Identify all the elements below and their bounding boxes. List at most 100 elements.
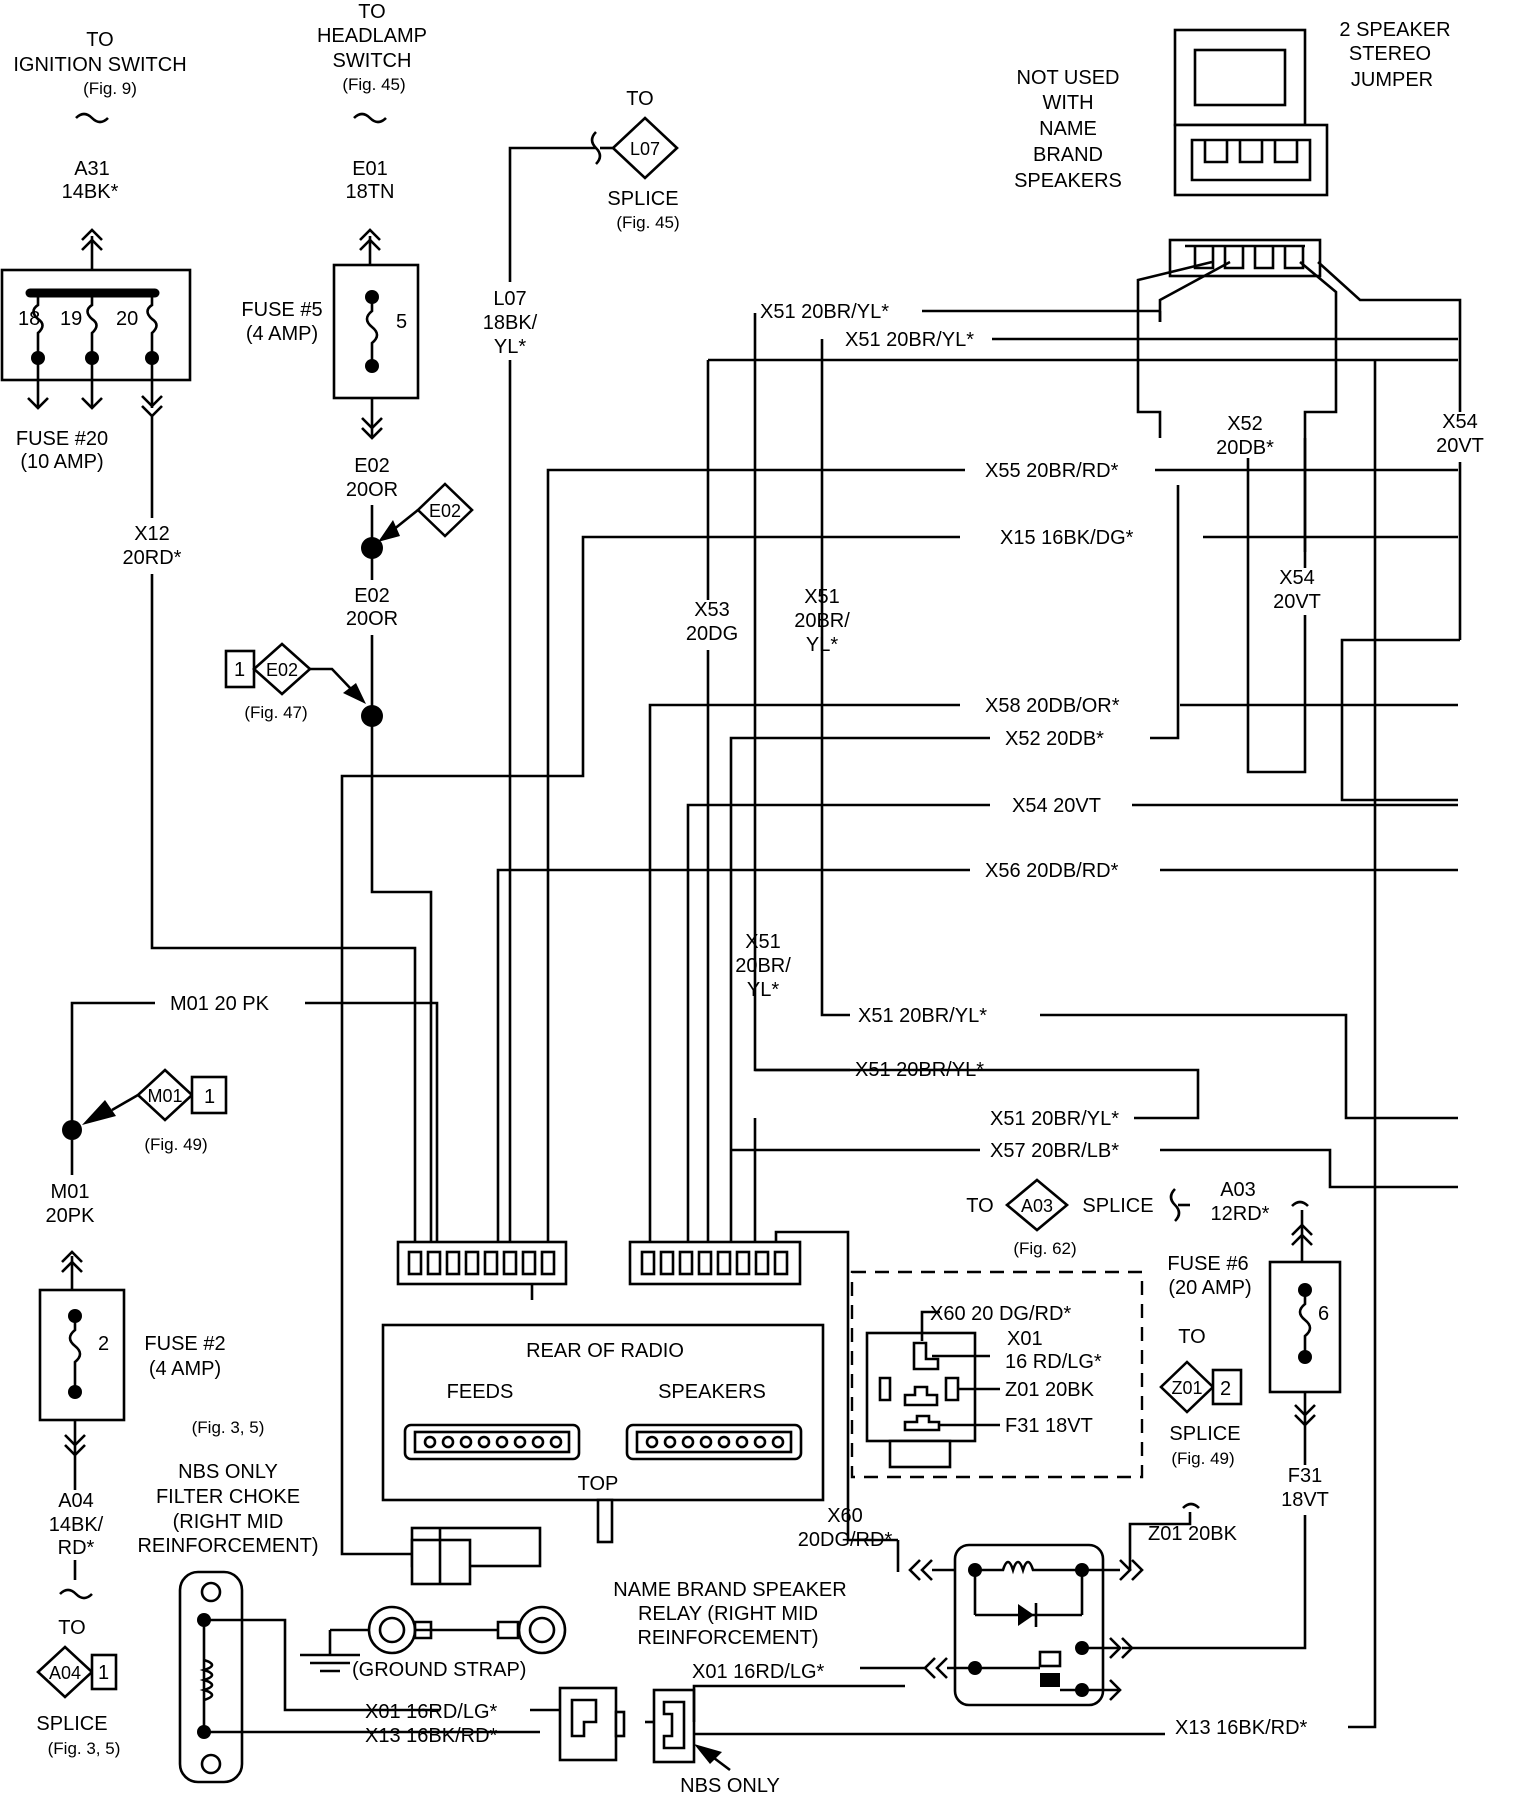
a03-splice: SPLICE [1082,1195,1153,1217]
relay-title-2: RELAY (RIGHT MID [638,1603,818,1625]
e02-gauge-2: 20OR [346,608,398,630]
z01-group: TO Z01 2 SPLICE (Fig. 49) Z01 20BK [1128,1326,1243,1570]
x52: X52 20DB* [1005,728,1104,750]
nbs-only: NBS ONLY [680,1775,780,1797]
relay-z01: Z01 20BK [1005,1379,1095,1401]
nbs-filter-choke: NBS ONLY FILTER CHOKE (RIGHT MID REINFOR… [137,1461,1307,1797]
speakers-pin [754,1250,770,1276]
fuse-20-amp: (10 AMP) [20,451,103,473]
radio-pin [735,1435,749,1449]
speakers-connector [628,1240,802,1286]
f31-id: F31 [1288,1465,1322,1487]
feeds-pin [445,1250,461,1276]
x51-c: X51 20BR/YL* [858,1005,987,1027]
nbs-l3: (RIGHT MID [173,1511,284,1533]
l07-fig: (Fig. 45) [616,213,679,232]
jumper-note-3: NAME [1039,118,1097,140]
l07-id: L07 [493,288,526,310]
l07-group: L07 18BK/ YL* TO L07 SPLICE (Fig. 45) [483,88,680,1252]
nbs-x13-b: X13 16BK/RD* [1175,1717,1308,1739]
a04-ref-num: 1 [98,1662,109,1684]
speakers-pin [640,1250,656,1276]
l07-to: TO [626,88,653,110]
a04-to: TO [58,1617,85,1639]
x51-second: X51 20BR/YL* [845,329,974,351]
jumper-note-2: WITH [1042,92,1093,114]
ignition-to: TO [86,29,113,51]
jumper-note-1: NOT USED [1017,67,1120,89]
jumper-title-2: STEREO [1349,43,1431,65]
ground-strap: (GROUND STRAP) [352,1659,526,1681]
feeds-pin [426,1250,442,1276]
speakers-pin [678,1250,694,1276]
x54-mid-id: X54 [1279,567,1315,589]
radio-pin [423,1435,437,1449]
fuse-2-block [38,1288,126,1422]
radio-top: TOP [578,1473,619,1495]
radio-pin [531,1435,545,1449]
radio-pin [459,1435,473,1449]
x60-id: X60 [827,1505,863,1527]
radio-pin [717,1435,731,1449]
a04-splice: SPLICE [36,1713,107,1735]
e02-gauge: 20OR [346,479,398,501]
radio-pin [645,1435,659,1449]
l07-tag: L07 [630,139,660,159]
x55: X55 20BR/RD* [985,460,1119,482]
a03-group: TO A03 SPLICE (Fig. 62) A03 12RD* 6 FUSE… [966,1178,1342,1650]
x54: X54 20VT [1012,795,1101,817]
fuse-6-label: FUSE #6 [1167,1253,1248,1275]
x60-gauge: 20DG/RD* [798,1529,893,1551]
speaker-relay [953,1543,1105,1707]
fuse-6-amp: (20 AMP) [1168,1277,1251,1299]
radio-pin [771,1435,785,1449]
x52-top-g: 20DB* [1216,437,1274,459]
a04-fig: (Fig. 3, 5) [48,1739,121,1758]
x54-mid-g: 20VT [1273,591,1321,613]
radio-pin [663,1435,677,1449]
wire-bus: X51 20BR/YL* X51 20BR/YL* X52 20DB* X54 … [340,301,1484,1729]
relay-title-3: REINFORCEMENT) [637,1627,818,1649]
a04-gauge1: 14BK/ [49,1514,104,1536]
x51-v2-id: X51 [745,931,781,953]
fuse-2-amp: (4 AMP) [149,1358,221,1380]
headlamp-dest1: HEADLAMP [317,25,427,47]
relay-x01-g: 16 RD/LG* [1005,1351,1102,1373]
speakers-pin [773,1250,789,1276]
e02-diamond-tag: E02 [429,501,461,521]
fuse-2-label: FUSE #2 [144,1333,225,1355]
l07-splice: SPLICE [607,188,678,210]
l07-gauge2: YL* [494,336,526,358]
relay-f31: F31 18VT [1005,1415,1093,1437]
x51-e: X51 20BR/YL* [990,1108,1119,1130]
ignition-switch-group: TO IGNITION SWITCH (Fig. 9) A31 14BK* 18… [0,29,417,1252]
e02-ref-fig: (Fig. 47) [244,703,307,722]
radio-feeds: FEEDS [447,1381,514,1403]
nbs-l1: NBS ONLY [178,1461,278,1483]
m01-ref-num: 1 [204,1086,215,1108]
stereo-jumper-group: 2 SPEAKER STEREO JUMPER NOT USED WITH NA… [1014,19,1462,552]
x52-top-id: X52 [1227,413,1263,435]
feeds-connector [396,1240,568,1286]
x57: X57 20BR/LB* [990,1140,1119,1162]
radio-pin [753,1435,767,1449]
a31-gauge: 14BK* [62,181,119,203]
radio-pin [477,1435,491,1449]
a03-to: TO [966,1195,993,1217]
x12-gauge: 20RD* [123,547,182,569]
fuse-5-num: 5 [396,311,407,333]
x51-top: X51 20BR/YL* [760,301,889,323]
ignition-dest: IGNITION SWITCH [13,54,186,76]
jumper-note-4: BRAND [1033,144,1103,166]
m01-group: M01 20 PK M01 1 (Fig. 49) M01 20PK 2 FUS… [36,993,439,1758]
headlamp-switch-group: TO HEADLAMP SWITCH (Fig. 45) E01 18TN 5 … [224,1,474,1252]
fuse-20-label: FUSE #20 [16,428,108,450]
z01-ref-num: 2 [1220,1378,1231,1400]
radio-pin [495,1435,509,1449]
m01-id: M01 [51,1181,90,1203]
nbs-l4: REINFORCEMENT) [137,1535,318,1557]
headlamp-fig: (Fig. 45) [342,75,405,94]
radio-speakers: SPEAKERS [658,1381,766,1403]
m01-tag: M01 [147,1086,182,1106]
e01-id: E01 [352,158,388,180]
